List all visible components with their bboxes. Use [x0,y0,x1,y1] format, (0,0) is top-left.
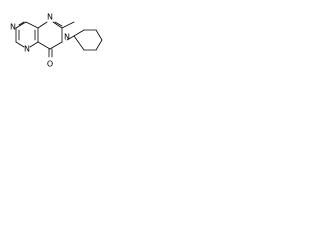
bond [37,21,48,29]
atom-labels: N N N N O [10,13,70,69]
bond [15,21,27,29]
bond [95,29,103,41]
bond [29,41,39,48]
bond [61,21,75,29]
atom-n8: N [10,23,16,32]
bond [49,41,63,50]
bond [54,21,63,27]
molecule-structure: N N N N O [10,13,103,69]
bond [52,21,63,29]
atom-n3: N [64,33,70,42]
atom-n5: N [24,45,30,54]
bond-lines [15,21,103,58]
bond [15,41,25,48]
atom-o: O [47,60,53,69]
bond [73,35,85,51]
bond [95,39,103,51]
bond [37,41,51,50]
bond [73,29,85,37]
atom-n1: N [47,13,53,22]
bond [66,35,75,41]
bond [25,21,39,29]
bond [18,21,25,26]
